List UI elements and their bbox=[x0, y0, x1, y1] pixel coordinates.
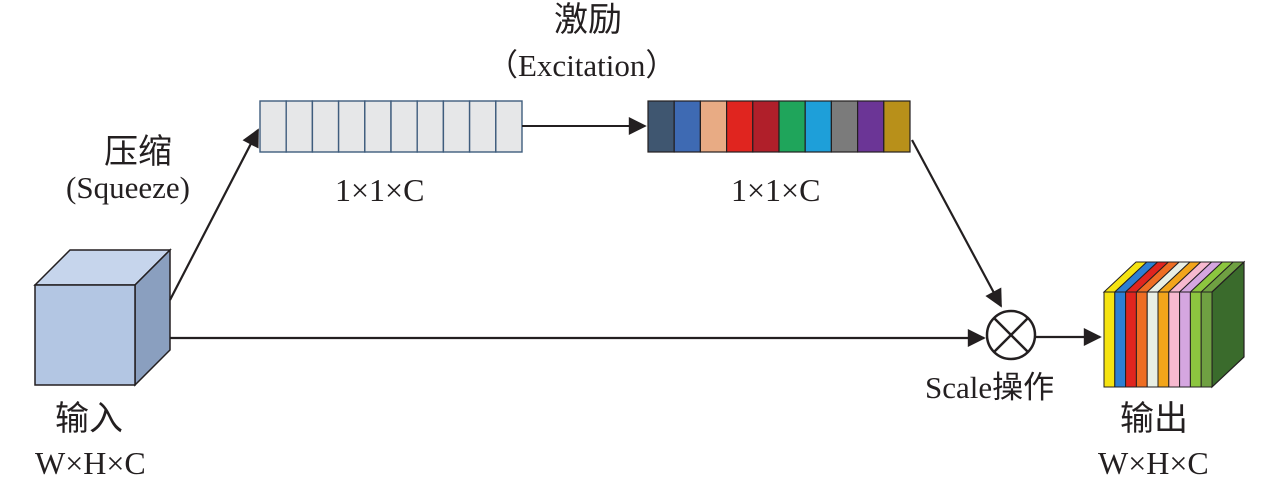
output-front-stripe bbox=[1135, 291, 1148, 388]
squeezed-cell bbox=[390, 100, 418, 153]
output-front-stripe bbox=[1146, 291, 1159, 388]
squeezed-vector bbox=[259, 100, 523, 153]
squeezed-cell bbox=[337, 100, 366, 153]
output-front-stripe bbox=[1114, 291, 1127, 388]
excitation-label-en: （Excitation） bbox=[487, 48, 677, 83]
excited-cell bbox=[830, 100, 859, 153]
input-cube-front bbox=[34, 284, 136, 386]
weights-arrow bbox=[911, 139, 1002, 308]
output-label-cn: 输出 bbox=[1120, 401, 1188, 438]
excitation-label-cn: 激励 bbox=[554, 2, 622, 39]
output-front-stripe bbox=[1157, 291, 1170, 388]
excited-cell bbox=[699, 100, 728, 153]
excited-cell bbox=[778, 100, 806, 153]
excited-cell bbox=[725, 100, 754, 153]
scale-op-label: Scale操作 bbox=[925, 370, 1055, 405]
excited-cell bbox=[673, 100, 702, 153]
squeeze-label-cn: 压缩 bbox=[104, 134, 172, 171]
squeezed-cell bbox=[311, 100, 340, 153]
output-dims: W×H×C bbox=[1098, 445, 1209, 481]
squeezed-cell bbox=[285, 100, 314, 153]
excited-vector-dims: 1×1×C bbox=[731, 172, 821, 208]
input-label-cn: 输入 bbox=[55, 401, 123, 438]
excited-vector bbox=[647, 100, 911, 153]
excited-cell bbox=[752, 100, 780, 153]
output-cube bbox=[1102, 260, 1246, 389]
squeezed-cell bbox=[259, 100, 287, 153]
excited-cell bbox=[856, 100, 885, 153]
output-front-stripe bbox=[1189, 291, 1202, 388]
excited-cell bbox=[647, 100, 675, 153]
output-front-stripe bbox=[1125, 291, 1137, 388]
squeezed-cell bbox=[364, 100, 392, 153]
output-front-stripe bbox=[1168, 291, 1181, 388]
squeezed-cell bbox=[468, 100, 497, 153]
excited-cell bbox=[804, 100, 833, 153]
squeezed-cell bbox=[495, 100, 523, 153]
output-front-stripe bbox=[1179, 291, 1191, 388]
excited-cell bbox=[883, 100, 911, 153]
input-dims: W×H×C bbox=[35, 445, 146, 481]
output-front-stripe bbox=[1103, 291, 1116, 388]
output-front-stripe bbox=[1200, 291, 1213, 388]
input-cube bbox=[33, 248, 172, 387]
scale-operator-icon bbox=[985, 309, 1037, 361]
squeezed-vector-dims: 1×1×C bbox=[335, 172, 425, 208]
squeeze-label-en: (Squeeze) bbox=[66, 170, 190, 205]
squeeze-arrow bbox=[169, 128, 259, 301]
squeezed-cell bbox=[442, 100, 471, 153]
squeezed-cell bbox=[416, 100, 445, 153]
